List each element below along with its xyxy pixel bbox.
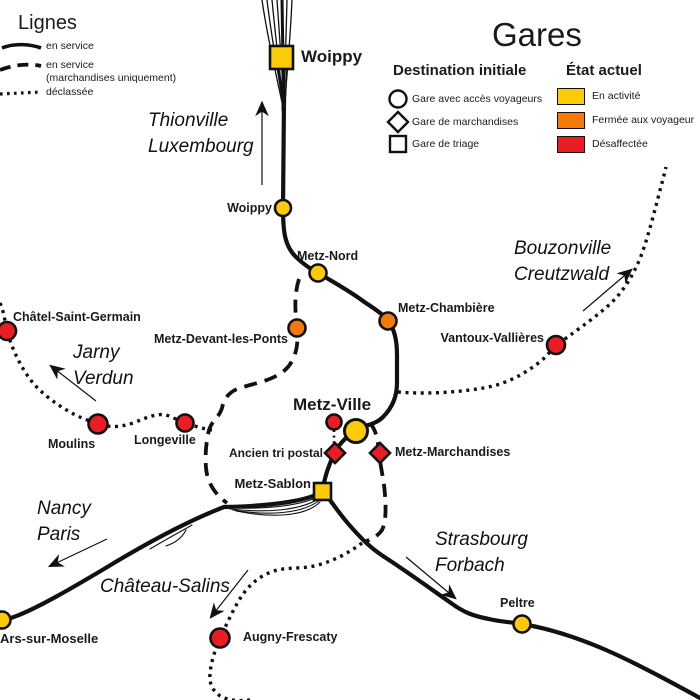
direction-thionville: Thionville Luxembourg (148, 108, 254, 160)
station-label-metz-ville: Metz-Ville (293, 395, 372, 414)
legend-glyphs (0, 42, 410, 154)
direction-jarny-line2: Verdun (73, 368, 134, 389)
station-label-ars-sur-moselle: Ars-sur-Moselle (0, 631, 99, 646)
station-marker-metz-devant-les-ponts (287, 318, 307, 338)
arrow-jarny (49, 364, 97, 402)
legend-diamond-glyph (386, 110, 410, 134)
direction-strasbourg-line2: Forbach (435, 555, 505, 576)
station-marker-chatel-saint-germain (0, 320, 18, 342)
arrow-bouzonville (582, 268, 633, 312)
swatch-closed (557, 112, 585, 129)
station-label-woippy: Woippy (227, 201, 272, 215)
station-label-longeville: Longeville (134, 433, 196, 447)
state-disused-label: Désaffectée (592, 138, 648, 150)
swatch-active (557, 88, 585, 105)
arrow-strasbourg (405, 556, 457, 600)
direction-thionville-line1: Thionville (148, 110, 229, 131)
line-main-trunk (280, 97, 400, 493)
station-label-metz-devant-les-ponts: Metz-Devant-les-Ponts (153, 332, 288, 346)
station-label-ancien-tri-postal: Ancien tri postal (228, 446, 323, 460)
direction-thionville-line2: Luxembourg (148, 136, 254, 157)
legend-diamond-label: Gare de marchandises (412, 116, 519, 128)
station-label-moulins: Moulins (48, 437, 96, 451)
station-marker-metz-chambiere (378, 311, 398, 331)
direction-jarny: Jarny Verdun (73, 340, 134, 392)
station-marker-ars-sur-moselle (0, 610, 12, 630)
legend-solid-sample (1, 42, 42, 50)
destination-column-title: Destination initiale (393, 62, 527, 79)
line-strasbourg (320, 487, 700, 700)
legend-circle-glyph (388, 89, 408, 109)
station-label-woippy-triage: Woippy (301, 47, 363, 66)
line-devant-les-ponts (203, 278, 301, 505)
line-jarny-verdun (0, 302, 213, 432)
legend-dotted-label: déclassée (46, 86, 94, 98)
legend-square-glyph (388, 134, 408, 154)
nancy-siding (149, 524, 193, 550)
station-marker-woippy-triage (268, 44, 295, 71)
legend-dashed-label: en service (46, 59, 94, 71)
direction-nancy-line2: Paris (37, 524, 81, 545)
station-markers (0, 44, 567, 649)
station-marker-augny-frescaty (209, 627, 231, 649)
station-marker-longeville (175, 413, 195, 433)
swatch-disused (557, 136, 585, 153)
direction-bouzonville: Bouzonville Creutzwald (514, 236, 611, 288)
station-label-metz-chambiere: Metz-Chambière (398, 301, 495, 315)
legend-square-label: Gare de triage (412, 138, 480, 150)
direction-strasbourg: Strasbourg Forbach (435, 527, 528, 579)
legend-solid-label: en service (46, 40, 94, 52)
etat-column-title: État actuel (566, 62, 642, 79)
state-closed-label: Fermée aux voyageur (592, 114, 695, 126)
station-marker-metz-nord (308, 263, 328, 283)
station-marker-vantoux-vallieres (545, 334, 567, 356)
station-marker-ancien-tri-postal (323, 441, 347, 465)
station-marker-metz-ville-annex (325, 413, 343, 431)
line-metz-marchandises (363, 421, 388, 544)
station-marker-metz-marchandises (368, 441, 392, 465)
direction-nancy-line1: Nancy (37, 498, 91, 519)
legend-dashed-label2: (marchandises uniquement) (46, 72, 177, 84)
station-marker-metz-ville (343, 418, 369, 444)
station-marker-peltre (512, 614, 532, 634)
disused-lines (0, 166, 668, 700)
station-label-chatel-saint-germain: Châtel-Saint-Germain (13, 310, 141, 324)
station-label-metz-sablon: Metz-Sablon (234, 476, 311, 491)
lines-legend-title: Lignes (18, 12, 77, 34)
direction-arrows (47, 100, 633, 619)
station-label-vantoux-vallieres: Vantoux-Vallières (440, 331, 544, 345)
legend-dotted-sample (0, 90, 42, 96)
legend-circle-label: Gare avec accès voyageurs (412, 93, 543, 105)
station-label-augny-frescaty: Augny-Frescaty (243, 630, 338, 644)
station-marker-metz-sablon (312, 481, 333, 502)
direction-strasbourg-line1: Strasbourg (435, 529, 528, 550)
line-chateau-salins (208, 541, 364, 700)
direction-bouzonville-line2: Creutzwald (514, 264, 610, 285)
station-label-peltre: Peltre (500, 596, 535, 610)
station-label-metz-nord: Metz-Nord (297, 249, 359, 263)
station-marker-moulins (87, 413, 109, 435)
station-marker-woippy (273, 198, 293, 218)
direction-chateau-salins: Château-Salins (100, 576, 230, 597)
state-active-label: En activité (592, 90, 641, 102)
arrow-nancy (47, 538, 108, 568)
direction-jarny-line1: Jarny (73, 342, 120, 363)
gares-legend-title: Gares (492, 16, 582, 53)
station-label-metz-marchandises: Metz-Marchandises (395, 445, 511, 459)
legend-dashed-sample (0, 62, 42, 72)
direction-nancy: Nancy Paris (37, 496, 91, 548)
arrow-chateau-salins (209, 569, 249, 619)
direction-bouzonville-line1: Bouzonville (514, 238, 612, 259)
line-nancy (0, 487, 326, 623)
